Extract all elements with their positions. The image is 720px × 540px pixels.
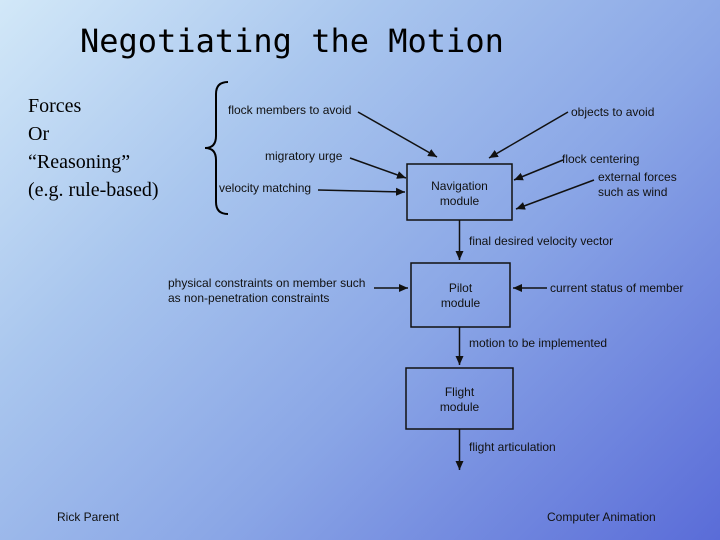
output-label-motion: motion to be implemented: [469, 336, 607, 350]
input-label-objects-to-avoid: objects to avoid: [571, 105, 654, 119]
flight-module-label: Flight: [445, 385, 475, 399]
arrow: [515, 179, 595, 210]
slide-title: Negotiating the Motion: [80, 22, 504, 60]
arrow: [317, 187, 406, 196]
curly-brace: [204, 81, 229, 215]
arrow: [349, 157, 407, 179]
navigation-module-label: module: [440, 194, 480, 208]
navigation-module-label: Navigation: [431, 179, 488, 193]
input-label-physical-constraints: as non-penetration constraints: [168, 291, 329, 305]
pilot-module-label: module: [441, 296, 481, 310]
footer-author: Rick Parent: [57, 510, 120, 524]
footer-course: Computer Animation: [547, 510, 656, 524]
left-text-line: Forces: [28, 95, 82, 117]
forces-reasoning-text: Forces Or “Reasoning” (e.g. rule-based): [28, 92, 159, 204]
left-text-line: (e.g. rule-based): [28, 179, 159, 201]
arrow: [513, 159, 564, 181]
left-text-line: Or: [28, 123, 50, 145]
input-label-velocity-matching: velocity matching: [219, 181, 311, 195]
pilot-module-box: [410, 262, 511, 328]
arrow: [357, 111, 438, 158]
input-label-current-status: current status of member: [550, 281, 683, 295]
input-label-external-forces: such as wind: [598, 185, 667, 199]
left-text-line: “Reasoning”: [28, 151, 131, 173]
input-label-migratory-urge: migratory urge: [265, 149, 343, 163]
arrow: [488, 111, 569, 159]
input-label-physical-constraints: physical constraints on member such: [168, 276, 365, 290]
input-label-flock-members-to-avoid: flock members to avoid: [228, 103, 351, 117]
input-label-flock-centering: flock centering: [562, 152, 639, 166]
output-label-flight-articulation: flight articulation: [469, 440, 556, 454]
pilot-module-label: Pilot: [449, 281, 473, 295]
output-label-final-velocity: final desired velocity vector: [469, 234, 613, 248]
flight-module-label: module: [440, 400, 480, 414]
input-label-external-forces: external forces: [598, 170, 677, 184]
